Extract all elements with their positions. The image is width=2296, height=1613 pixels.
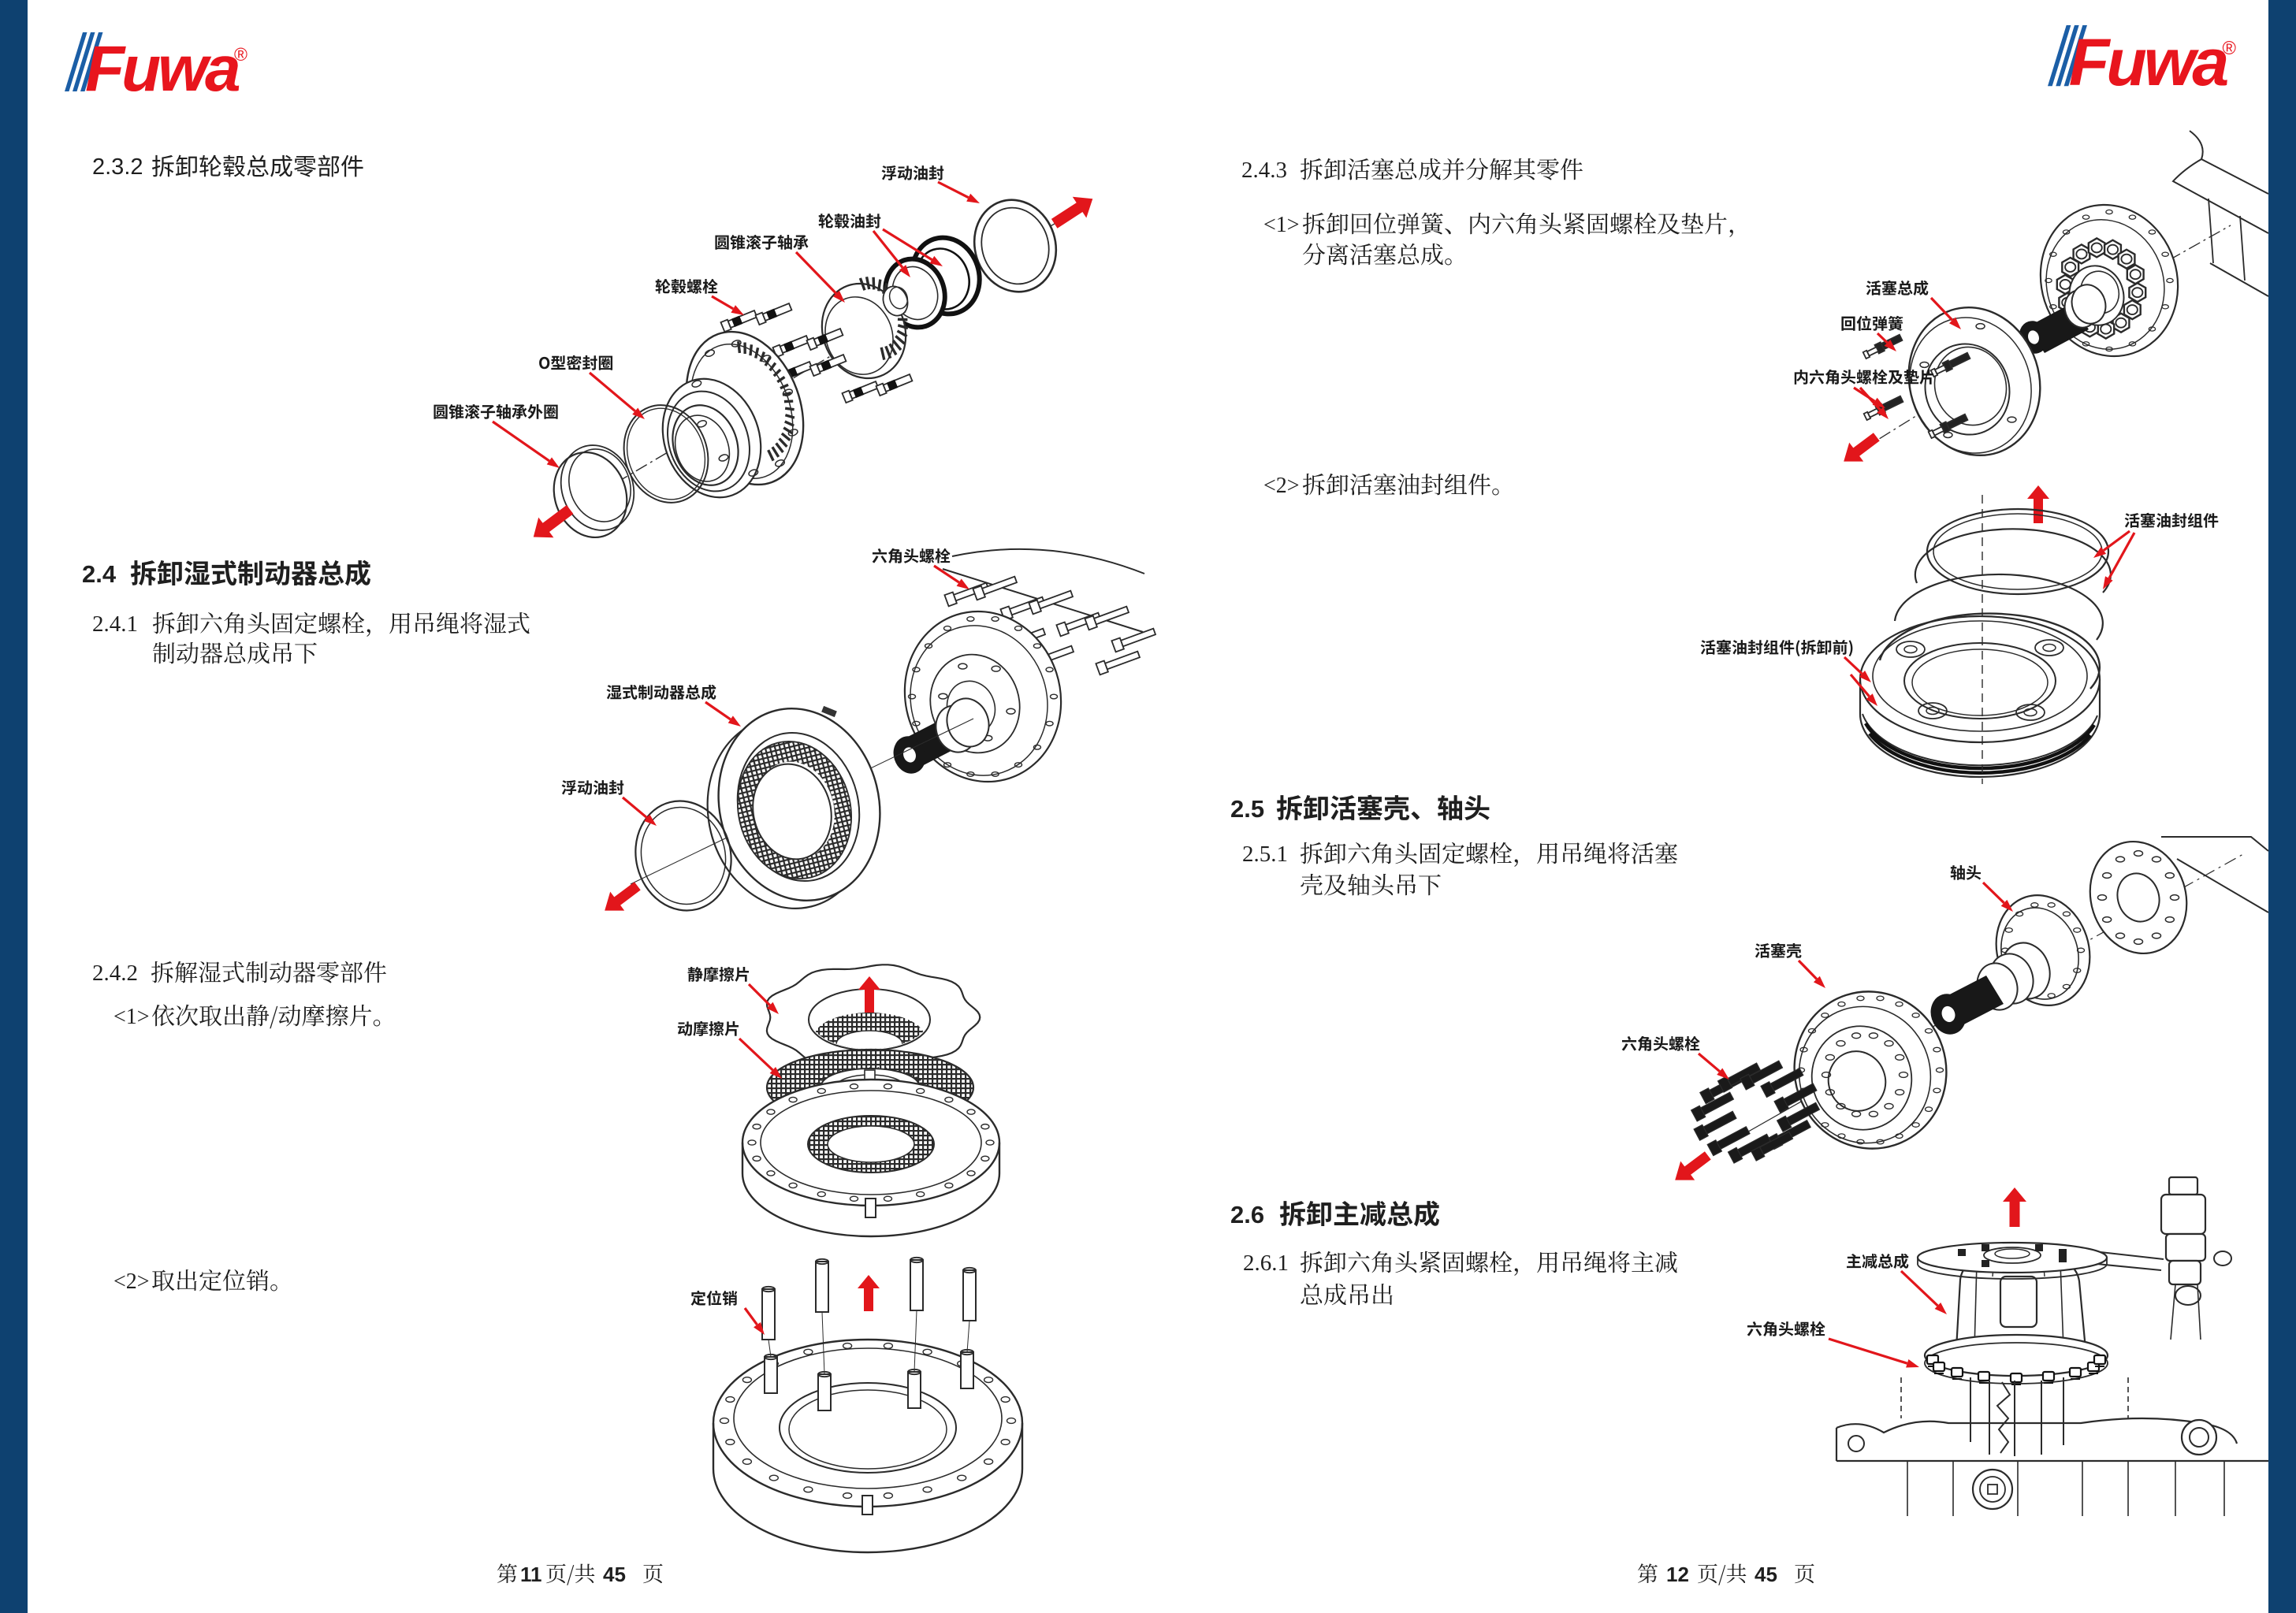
svg-text:2.4.3: 2.4.3 xyxy=(1241,158,1287,183)
svg-text:2.4.1: 2.4.1 xyxy=(92,611,138,637)
svg-text:11: 11 xyxy=(520,1563,542,1586)
svg-text:<2>: <2> xyxy=(113,1269,150,1294)
svg-text:2.6: 2.6 xyxy=(1230,1201,1264,1228)
svg-text:Fuwa: Fuwa xyxy=(85,33,240,105)
svg-text:2.4: 2.4 xyxy=(82,560,117,588)
svg-text:2.5: 2.5 xyxy=(1230,795,1264,823)
svg-text:45: 45 xyxy=(603,1563,626,1586)
svg-text:2.4.2: 2.4.2 xyxy=(92,961,138,986)
svg-text:<1>: <1> xyxy=(1263,213,1300,237)
svg-text:Fuwa: Fuwa xyxy=(2069,25,2228,99)
svg-text:<1>: <1> xyxy=(113,1005,150,1029)
svg-text:45: 45 xyxy=(1755,1563,1777,1586)
svg-text:2.5.1: 2.5.1 xyxy=(1242,842,1288,867)
svg-text:2.3.2: 2.3.2 xyxy=(92,154,143,180)
svg-text:<2>: <2> xyxy=(1263,474,1300,498)
svg-text:12: 12 xyxy=(1666,1563,1689,1586)
svg-text:2.6.1: 2.6.1 xyxy=(1243,1251,1289,1276)
svg-text:®: ® xyxy=(2222,39,2236,59)
svg-text:®: ® xyxy=(234,44,247,65)
